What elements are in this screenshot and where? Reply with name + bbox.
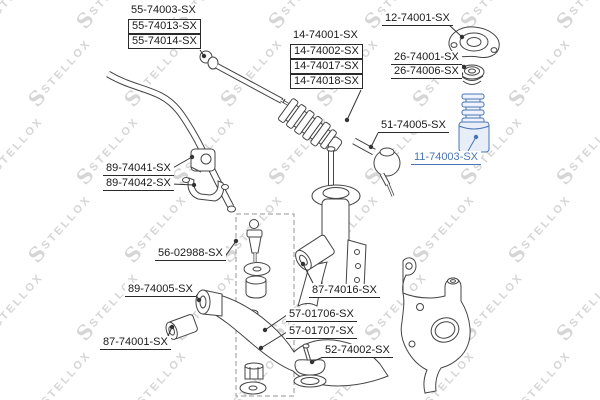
part-label-14-74018-sx[interactable]: 14-74018-SX — [290, 74, 363, 89]
part-label-51-74005-sx[interactable]: 51-74005-SX — [378, 119, 449, 133]
part-label-89-74041-sx[interactable]: 89-74041-SX — [103, 162, 174, 176]
strut-bearing-drawing — [459, 64, 485, 85]
rear-bushing-drawing — [295, 234, 335, 271]
part-label-11-74003-sx[interactable]: 11-74003-SX — [411, 151, 482, 165]
part-label-57-01707-sx[interactable]: 57-01707-SX — [286, 325, 357, 339]
stabilizer-bar-drawing — [106, 70, 236, 213]
strut-mount-drawing — [448, 26, 500, 58]
steering-knuckle-drawing — [400, 257, 471, 394]
part-label-57-01706-sx[interactable]: 57-01706-SX — [286, 308, 357, 322]
part-label-55-74003-sx[interactable]: 55-74003-SX — [128, 4, 199, 17]
part-label-55-74013-sx[interactable]: 55-74013-SX — [128, 19, 201, 34]
part-label-26-74001-sx[interactable]: 26-74001-SX — [391, 51, 462, 65]
part-label-55-74014-sx[interactable]: 55-74014-SX — [128, 34, 201, 49]
front-bushing-drawing — [165, 314, 198, 340]
tie-rod-end-drawing — [352, 137, 401, 197]
leader-lines — [167, 23, 479, 365]
strut-drawing — [311, 146, 367, 290]
bump-stop-dust-boot-drawing — [458, 93, 490, 153]
ball-joint-drawing — [293, 343, 327, 388]
stabilizer-bushing-drawing — [190, 148, 216, 173]
part-label-89-74005-sx[interactable]: 89-74005-SX — [125, 283, 196, 297]
part-label-26-74006-sx[interactable]: 26-74006-SX — [391, 65, 462, 79]
part-label-87-74001-sx[interactable]: 87-74001-SX — [100, 336, 171, 350]
part-label-52-74002-sx[interactable]: 52-74002-SX — [322, 344, 393, 358]
part-label-14-74001-sx[interactable]: 14-74001-SX — [290, 29, 361, 42]
part-label-89-74042-sx[interactable]: 89-74042-SX — [103, 177, 174, 191]
stabilizer-bracket-drawing — [182, 177, 229, 202]
control-arm-drawing — [195, 261, 389, 387]
part-label-14-74002-sx[interactable]: 14-74002-SX — [290, 44, 363, 59]
part-label-14-74017-sx[interactable]: 14-74017-SX — [290, 59, 363, 74]
part-label-87-74016-sx[interactable]: 87-74016-SX — [309, 284, 380, 298]
part-label-56-02988-sx[interactable]: 56-02988-SX — [155, 247, 226, 261]
part-label-12-74001-sx[interactable]: 12-74001-SX — [382, 12, 453, 26]
